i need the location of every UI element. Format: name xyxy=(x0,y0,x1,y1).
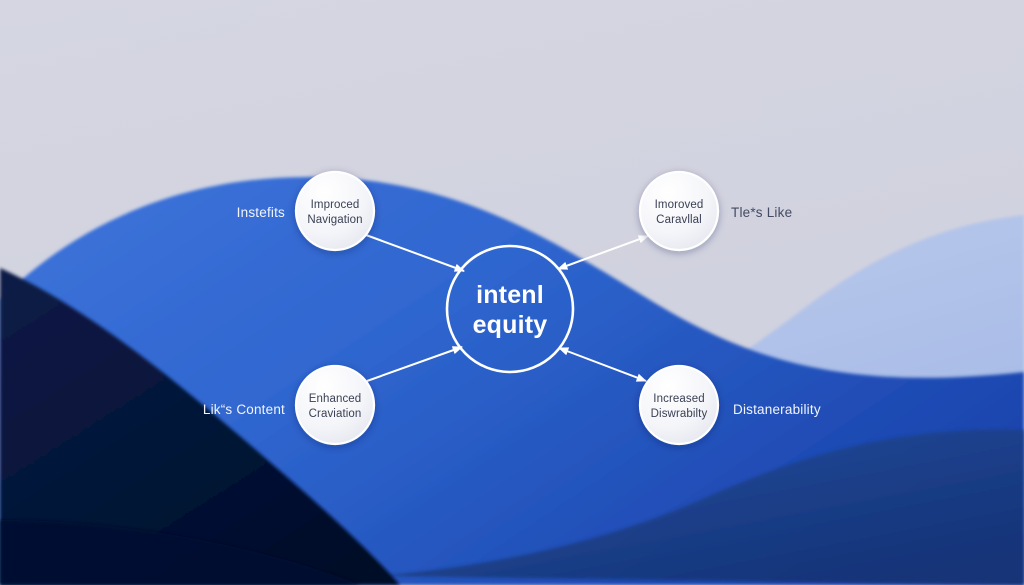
center-node-label-line1: intenl xyxy=(476,281,544,309)
node-label-line2: Navigation xyxy=(307,214,362,226)
node-label-line2: Caravllal xyxy=(656,214,702,226)
node-imoroved-caravllal[interactable]: Imoroved Caravllal xyxy=(638,170,720,252)
center-node-label-line2: equity xyxy=(473,311,548,339)
node-label-line2: Diswrabilty xyxy=(651,408,708,420)
side-label-liks-content: Lik“s Content xyxy=(203,402,285,417)
node-enhanced-craviation[interactable]: Enhanced Craviation xyxy=(294,364,376,446)
arrow-center-to-increased-diswrabilty xyxy=(558,347,647,382)
node-label-line1: Increased xyxy=(653,393,704,405)
node-label-line2: Craviation xyxy=(309,408,362,420)
node-label-line1: Imoroved xyxy=(655,199,704,211)
side-label-distanerability: Distanerability xyxy=(733,402,821,417)
side-label-instefits: Instefits xyxy=(237,205,285,220)
node-increased-diswrabilty[interactable]: Increased Diswrabilty xyxy=(638,364,720,446)
arrow-enhanced-craviation-to-center xyxy=(366,346,463,382)
connectors xyxy=(365,234,649,382)
center-node[interactable]: intenl equity xyxy=(445,244,575,374)
node-improced-navigation[interactable]: Improced Navigation xyxy=(294,170,376,252)
arrow-improced-navigation-to-center xyxy=(365,234,465,272)
side-label-tles-like: Tle*s Like xyxy=(731,205,792,220)
arrow-center-to-imoroved-caravllal xyxy=(557,235,649,270)
node-label-line1: Improced xyxy=(311,199,360,211)
node-label-line1: Enhanced xyxy=(309,393,362,405)
